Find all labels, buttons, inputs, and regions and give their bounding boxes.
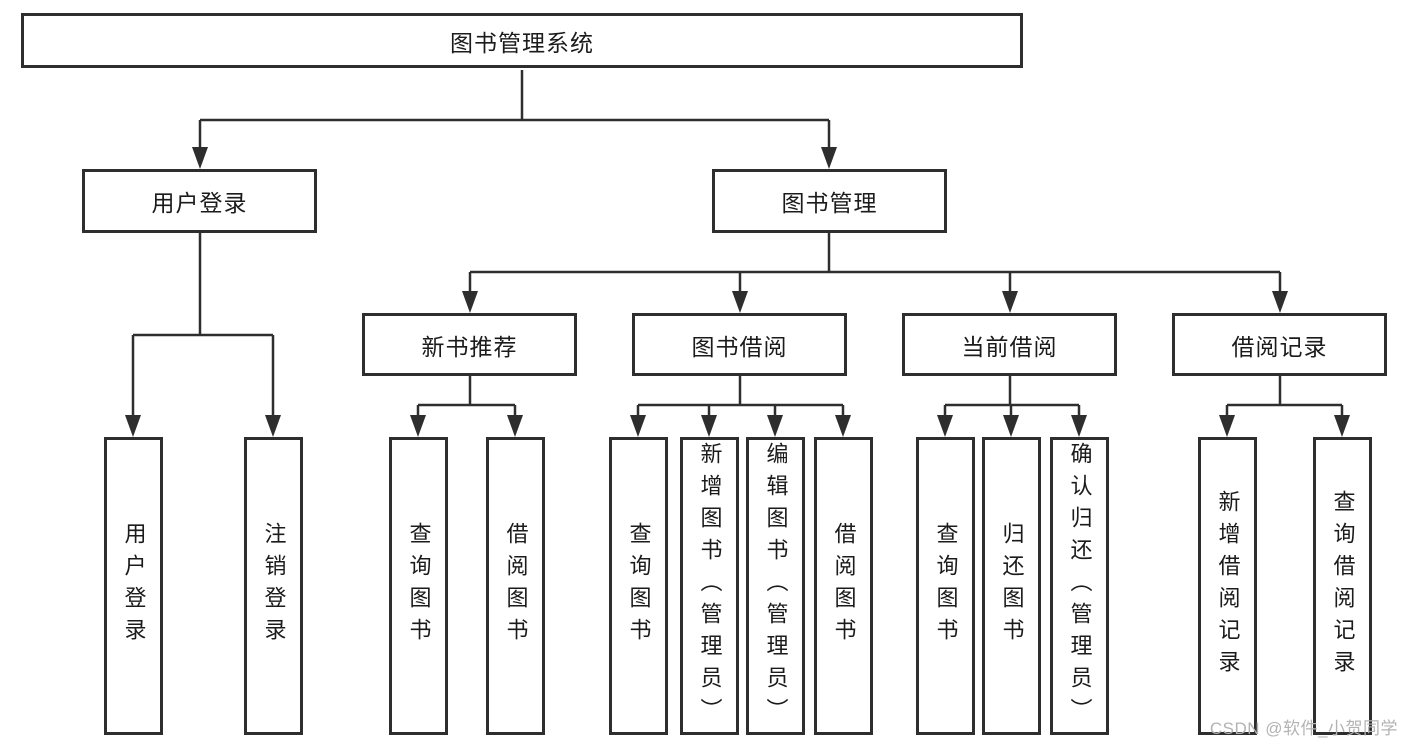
leaf-label: 借阅图书: [503, 522, 529, 650]
node-current-borrowing: 当前借阅: [902, 313, 1117, 376]
leaf-label: 借阅图书: [831, 522, 857, 650]
node-label: 新书推荐: [421, 333, 518, 360]
node-label: 用户登录: [151, 190, 248, 216]
leaf-label: 新增图书（管理员）: [697, 442, 723, 730]
node-user-login: 用户登录: [82, 169, 317, 233]
node-label: 图书管理: [781, 190, 878, 216]
node-new-book-recommend: 新书推荐: [362, 313, 577, 376]
leaf-add-book-admin: 新增图书（管理员）: [680, 437, 739, 735]
node-label: 当前借阅: [961, 333, 1058, 360]
node-label: 借阅记录: [1231, 333, 1328, 360]
leaf-borrow-books: 借阅图书: [814, 437, 873, 735]
leaf-label: 新增借阅记录: [1215, 490, 1241, 682]
csdn-watermark: CSDN @软件_小贺同学: [1209, 719, 1398, 738]
leaf-label: 注销登录: [261, 522, 287, 650]
leaf-label: 确认归还（管理员）: [1067, 442, 1093, 730]
leaf-label: 编辑图书（管理员）: [763, 442, 789, 730]
node-book-borrowing: 图书借阅: [632, 313, 847, 376]
leaf-borrowing-query-books: 查询图书: [609, 437, 668, 735]
node-label: 图书管理系统: [450, 29, 594, 56]
leaf-query-borrow-record: 查询借阅记录: [1313, 437, 1372, 735]
leaf-user-login: 用户登录: [104, 437, 163, 735]
leaf-label: 查询图书: [406, 522, 432, 650]
node-library-system: 图书管理系统: [21, 13, 1023, 68]
leaf-add-borrow-record: 新增借阅记录: [1198, 437, 1257, 735]
leaf-recommend-borrow-books: 借阅图书: [486, 437, 545, 735]
node-label: 图书借阅: [691, 333, 788, 360]
leaf-confirm-return-admin: 确认归还（管理员）: [1050, 437, 1109, 735]
leaf-return-books: 归还图书: [982, 437, 1041, 735]
leaf-current-query-books: 查询图书: [916, 437, 975, 735]
leaf-logout: 注销登录: [244, 437, 303, 735]
node-book-management: 图书管理: [712, 169, 947, 233]
leaf-recommend-query-books: 查询图书: [389, 437, 448, 735]
leaf-label: 查询借阅记录: [1330, 490, 1356, 682]
leaf-label: 查询图书: [933, 522, 959, 650]
leaf-label: 归还图书: [999, 522, 1025, 650]
leaf-label: 用户登录: [121, 522, 147, 650]
leaf-edit-book-admin: 编辑图书（管理员）: [746, 437, 805, 735]
node-borrowing-records: 借阅记录: [1172, 313, 1387, 376]
leaf-label: 查询图书: [626, 522, 652, 650]
